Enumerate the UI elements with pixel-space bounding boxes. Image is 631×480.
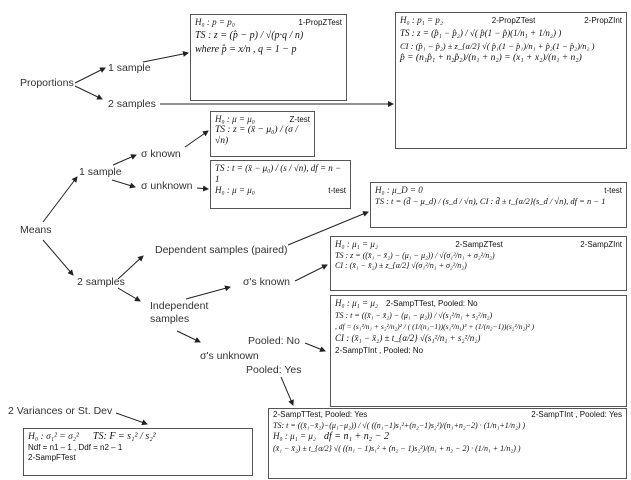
formula: , df = (s₁²/n₁ + s₂²/n₂)² / ( (1/(n₁−1))… [335, 322, 535, 332]
prop-2-samples-label: 2 samples [108, 98, 156, 110]
means-label: Means [20, 224, 52, 236]
arrow [185, 285, 231, 300]
formula: p̂ = (n₁p̂₁ + n₂p̂₂)/(n₁ + n₂) = (x₁ + x… [400, 52, 582, 63]
formula: CI : (p̂₁ − p̂₂) ± z_{α/2} √( p̂₁(1 − p̂… [400, 40, 595, 51]
formula: TS: F = s₁² / s₂² [92, 431, 156, 442]
pooled-yes-label: Pooled: Yes [246, 364, 302, 376]
arrow [42, 239, 74, 276]
interval-name: 2-SampTInt , Pooled: Yes [531, 410, 622, 419]
formula: CI : (x̄₁ − x̄₂) ± z_{α/2} √(σ₁²/n₁ + σ₂… [335, 261, 467, 271]
box-footer: H₀ : μ = μ₀ t-test [215, 185, 346, 196]
formula: TS : t = (x̄ − μ₀) / (s / √n), df = n − … [215, 163, 342, 184]
two-prop-z-box: H₀ : p₁ = p₂ 2-PropZTest 2-PropZInt TS :… [395, 12, 627, 149]
formula: TS: t = ((x̄₁−x̄₂)−(μ₁−μ₂)) / √( ((n₁−1)… [273, 420, 526, 430]
formula: (x̄₁ − x̄₂) ± t_{α/2} √( ((n₁ − 1)s₁² + … [273, 444, 521, 454]
hypothesis: H₀ : μ = μ₀ [215, 114, 255, 124]
arrow [294, 264, 328, 282]
two-samp-z-box: H₀ : μ₁ = μ₂ 2-SampZTest 2-SampZInt TS :… [330, 236, 627, 291]
dependent-samples-label: Dependent samples (paired) [155, 244, 288, 256]
test-name: 2-SampZTest [455, 240, 503, 249]
formula: TS : z = ((x̄₁ − x̄₂) − (μ₁ − μ₂)) / √(σ… [335, 250, 495, 260]
test-name: 2-SampTTest, Pooled: Yes [273, 410, 368, 419]
test-name: t-test [604, 186, 622, 195]
box-header: H₀ : p = p₀ 1-PropZTest [195, 17, 342, 28]
sigma-unknown-label: σ unknown [141, 180, 193, 192]
box-header: H₀ : μ₁ = μ₂ 2-SampZTest 2-SampZInt [335, 239, 622, 250]
box-header: H₀ : μ₁ = μ₂ 2-SampTTest, Pooled: No [335, 298, 622, 309]
interval-name: 2-SampTInt , Pooled: No [335, 346, 424, 356]
hypothesis: H₀ : σ₁² = σ₂² [28, 432, 79, 442]
interval-name: 2-PropZInt [584, 16, 622, 25]
means-2-samples-label: 2 samples [77, 276, 125, 288]
box-row: H₀ : μ₁ = μ₂ df = n₁ + n₂ − 2 [273, 431, 622, 443]
proportions-label: Proportions [20, 77, 74, 89]
formula: TS : z = (p̂₁ − p̂₂) / √( p̂(1 − p̂)(1/n… [400, 27, 562, 38]
test-name: 1-PropZTest [298, 18, 342, 27]
arrow [111, 179, 136, 189]
arrow [112, 154, 137, 166]
test-name: 2-SampFTest [28, 452, 76, 462]
formula: TS : t = (d̄ − μ_d) / (s_d / √n), CI : d… [375, 195, 606, 206]
interval-name: 2-SampZInt [580, 240, 622, 249]
independent-label: Independent [150, 300, 209, 312]
hypothesis: H₀ : μ₁ = μ₂ [273, 431, 316, 442]
t-test-box: TS : t = (x̄ − μ₀) / (s / √n), df = n − … [210, 160, 351, 209]
arrow [287, 211, 369, 246]
pooled-no-box: H₀ : μ₁ = μ₂ 2-SampTTest, Pooled: No TS … [330, 295, 627, 407]
test-name: 2-SampTTest, Pooled: No [386, 299, 478, 308]
box-header: H₀ : μ_D = 0 t-test [375, 185, 622, 196]
arrow [115, 412, 148, 426]
pooled-yes-box: 2-SampTTest, Pooled: Yes 2-SampTInt , Po… [268, 408, 627, 479]
test-name: Z-test [289, 115, 310, 124]
hypothesis: H₀ : μ = μ₀ [215, 184, 255, 195]
arrow [184, 130, 209, 148]
box-header: 2-SampTTest, Pooled: Yes 2-SampTInt , Po… [273, 410, 622, 420]
formula: df = n₁ + n₂ − 2 [324, 431, 389, 443]
pooled-no-label: Pooled: No [248, 335, 300, 347]
paired-t-box: H₀ : μ_D = 0 t-test TS : t = (d̄ − μ_d) … [370, 182, 627, 228]
hypothesis: H₀ : μ₁ = μ₂ [335, 298, 378, 308]
sigma-known-label: σ known [141, 148, 181, 160]
hypothesis: H₀ : μ₁ = μ₂ [335, 239, 378, 249]
f-test-box: H₀ : σ₁² = σ₂² TS: F = s₁² / s₂² Ndf = n… [23, 428, 253, 476]
arrow [117, 255, 144, 280]
arrow [176, 330, 201, 343]
arrow [142, 51, 189, 63]
sigmas-known-label: σ's known [243, 276, 291, 288]
box-header: H₀ : p₁ = p₂ 2-PropZTest 2-PropZInt [400, 15, 622, 26]
arrow [280, 376, 294, 406]
test-name: 2-PropZTest [491, 16, 536, 25]
formula: TS : z = (x̄ − μ₀) / (σ / √n) [215, 124, 298, 147]
box-header: H₀ : μ = μ₀ Z-test [215, 114, 310, 125]
arrow [304, 342, 326, 352]
one-prop-z-box: H₀ : p = p₀ 1-PropZTest TS : z = (p̂ − p… [190, 14, 347, 101]
test-name: t-test [328, 185, 346, 195]
hypothesis: H₀ : p₁ = p₂ [400, 15, 443, 25]
arrow [117, 287, 141, 302]
degrees-of-freedom: Ndf = n1 – 1 , Ddf = n2 – 1 [28, 443, 123, 453]
formula: TS : t = ((x̄₁ − x̄₂) − (μ₁ − μ₂)) / √(s… [335, 310, 493, 320]
means-1-sample-label: 1 sample [79, 166, 122, 178]
samples-label: samples [150, 313, 190, 325]
formula: TS : z = (p̂ − p) / √(p·q / n) [195, 29, 304, 41]
formula: where p̂ = x/n , q = 1 − p [195, 43, 297, 55]
sigmas-unknown-label: σ's unknown [200, 350, 259, 362]
formula: CI : (x̄₁ − x̄₂) ± t_{α/2} √(s₁²/n₁ + s₂… [335, 333, 481, 344]
arrow [196, 185, 209, 192]
z-test-box: H₀ : μ = μ₀ Z-test TS : z = (x̄ − μ₀) / … [210, 111, 315, 157]
arrow [74, 67, 106, 84]
two-variances-label: 2 Variances or St. Dev [8, 405, 113, 417]
arrow [42, 176, 78, 223]
arrow [74, 85, 103, 100]
hypothesis: H₀ : p = p₀ [195, 17, 235, 27]
prop-1-sample-label: 1 sample [108, 62, 151, 74]
hypothesis: H₀ : μ_D = 0 [375, 185, 423, 195]
box-row: H₀ : σ₁² = σ₂² TS: F = s₁² / s₂² [28, 431, 248, 443]
